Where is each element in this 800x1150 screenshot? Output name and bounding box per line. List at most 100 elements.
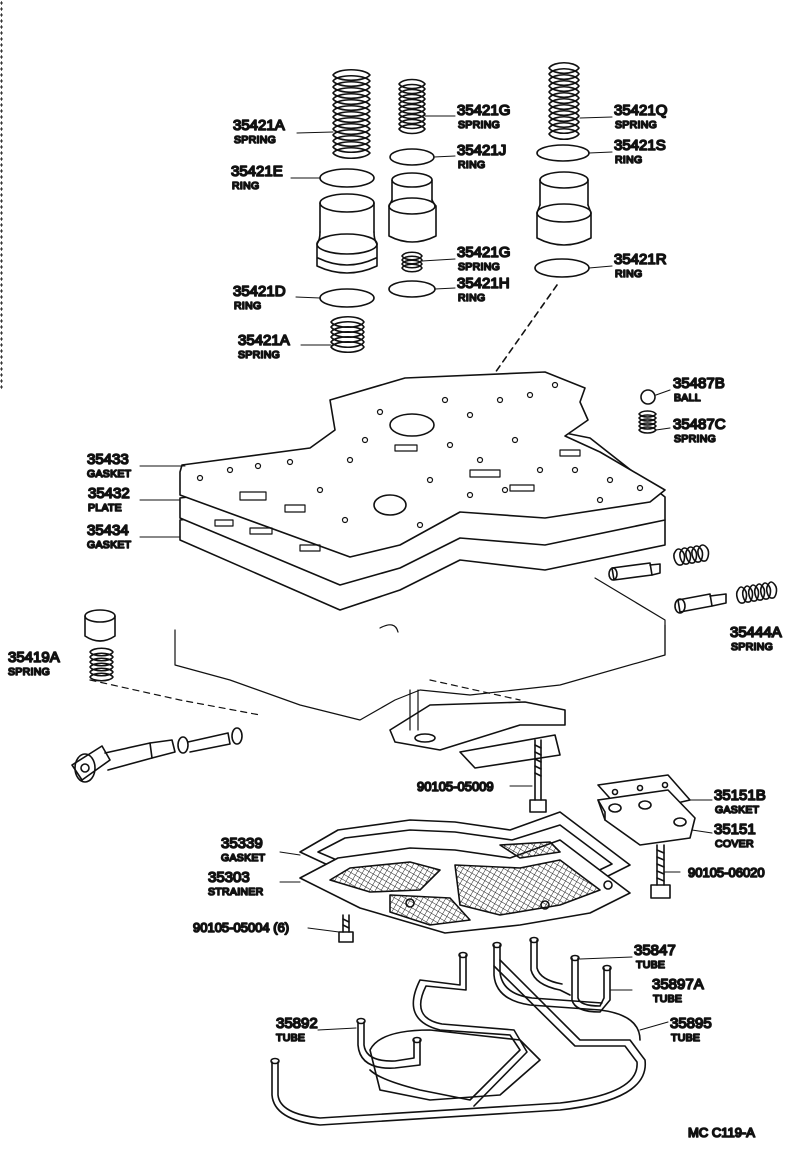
svg-text:GASKET: GASKET: [715, 804, 760, 816]
label-90105-05009: 90105-05009: [416, 778, 494, 795]
piston-right: [536, 171, 592, 246]
long-shift-valve: [71, 727, 243, 783]
piston-left: [316, 193, 378, 274]
svg-text:35421R: 35421R: [614, 251, 667, 268]
label-35892: 35892 TUBE: [275, 1014, 318, 1045]
svg-text:35421A: 35421A: [233, 117, 285, 134]
cover-35151: [597, 789, 696, 846]
svg-text:GASKET: GASKET: [87, 539, 132, 551]
label-35421J: 35421J RING: [456, 141, 507, 172]
tube-35892: [356, 1017, 422, 1069]
spring-right-upper: [673, 544, 710, 566]
label-35151B: 35151B GASKET: [713, 786, 766, 817]
label-35421A-bottom: 35421A SPRING: [237, 331, 290, 362]
label-35421G-top: 35421G SPRING: [456, 101, 511, 132]
label-35847: 35847 TUBE: [633, 941, 676, 972]
svg-text:RING: RING: [458, 292, 485, 304]
label-35895: 35895 TUBE: [669, 1014, 712, 1045]
valve-right-upper: [608, 562, 661, 581]
spring-35421Q: [548, 61, 580, 141]
svg-text:35421E: 35421E: [231, 163, 283, 180]
label-35432: 35432 PLATE: [87, 484, 130, 515]
strainer-35303: [299, 839, 631, 934]
svg-text:35895: 35895: [670, 1015, 712, 1032]
label-35421A-top: 35421A SPRING: [232, 116, 285, 147]
svg-text:35151B: 35151B: [714, 787, 766, 804]
svg-text:90105-05009: 90105-05009: [417, 779, 494, 794]
svg-text:35303: 35303: [208, 869, 250, 886]
tube-35897A: [570, 954, 612, 1013]
spring-35487C: [638, 410, 657, 434]
svg-text:35847: 35847: [634, 942, 676, 959]
svg-text:SPRING: SPRING: [458, 119, 500, 131]
piston-center: [388, 172, 437, 243]
assembly-dashed-line-right: [489, 284, 558, 381]
label-35421G-mid: 35421G SPRING: [456, 243, 511, 274]
leader-lines: [139, 115, 713, 1031]
tube-right-long: [492, 941, 641, 1041]
ring-35421H: [388, 280, 436, 298]
svg-text:COVER: COVER: [715, 838, 754, 850]
valve-body-outline: [89, 577, 666, 731]
ring-35421D: [319, 288, 375, 308]
label-35419A: 35419A SPRING: [7, 648, 60, 679]
svg-text:GASKET: GASKET: [87, 468, 132, 480]
label-35421R: 35421R RING: [613, 250, 667, 281]
svg-text:35339: 35339: [221, 835, 263, 852]
svg-text:SPRING: SPRING: [238, 349, 280, 361]
bracket-plate: [459, 734, 561, 769]
svg-text:TUBE: TUBE: [636, 959, 665, 971]
svg-text:SPRING: SPRING: [8, 666, 50, 678]
label-35421E: 35421E RING: [230, 162, 283, 193]
svg-text:35487B: 35487B: [673, 375, 725, 392]
page-edge-dots: [0, 0, 3, 390]
svg-text:SPRING: SPRING: [458, 261, 500, 273]
svg-text:SPRING: SPRING: [731, 641, 773, 653]
tube-35895: [270, 959, 646, 1126]
valve-right-lower: [674, 593, 727, 614]
ring-35421J: [389, 148, 435, 166]
svg-text:GASKET: GASKET: [221, 852, 266, 864]
spring-35421G-mid: [401, 251, 423, 273]
label-35897A: 35897A TUBE: [651, 975, 704, 1006]
svg-text:35434: 35434: [87, 522, 129, 539]
label-35433: 35433 GASKET: [86, 450, 132, 481]
svg-text:RING: RING: [615, 268, 642, 280]
tube-center-loop: [369, 1029, 541, 1101]
gasket-35433: [179, 371, 666, 558]
label-35421Q: 35421Q SPRING: [613, 101, 668, 132]
svg-text:35897A: 35897A: [652, 976, 704, 993]
bolt-90105-05009: [529, 739, 547, 813]
svg-text:35419A: 35419A: [8, 649, 60, 666]
label-35303: 35303 STRAINER: [207, 868, 264, 899]
label-35444A: 35444A SPRING: [729, 623, 782, 654]
label-35421H: 35421H RING: [456, 274, 510, 305]
label-35421D: 35421D RING: [232, 282, 286, 313]
tube-35847: [529, 936, 571, 996]
svg-text:RING: RING: [232, 180, 259, 192]
label-35421S: 35421S RING: [613, 136, 666, 167]
svg-text:35421H: 35421H: [457, 275, 510, 292]
svg-text:90105-06020: 90105-06020: [688, 865, 765, 880]
ring-35421S: [536, 144, 590, 162]
svg-text:35892: 35892: [276, 1015, 318, 1032]
bolt-90105-05004: [338, 914, 354, 943]
svg-text:90105-05004 (6): 90105-05004 (6): [193, 920, 289, 935]
svg-text:35421S: 35421S: [614, 137, 666, 154]
ring-35421R: [534, 258, 590, 278]
svg-text:35421A: 35421A: [238, 332, 290, 349]
spring-35444A: [735, 581, 778, 604]
svg-text:TUBE: TUBE: [671, 1032, 700, 1044]
svg-text:RING: RING: [458, 159, 485, 171]
label-35151: 35151 COVER: [713, 820, 756, 851]
plug-35419A: [84, 609, 116, 642]
label-35434: 35434 GASKET: [86, 521, 132, 552]
svg-text:35444A: 35444A: [730, 624, 782, 641]
bolt-90105-06020: [650, 844, 671, 899]
svg-text:STRAINER: STRAINER: [208, 886, 264, 898]
svg-text:35421Q: 35421Q: [614, 102, 667, 119]
spring-35419A: [89, 647, 114, 682]
label-35487C: 35487C SPRING: [672, 415, 726, 446]
label-90105-05004: 90105-05004 (6): [192, 919, 290, 936]
